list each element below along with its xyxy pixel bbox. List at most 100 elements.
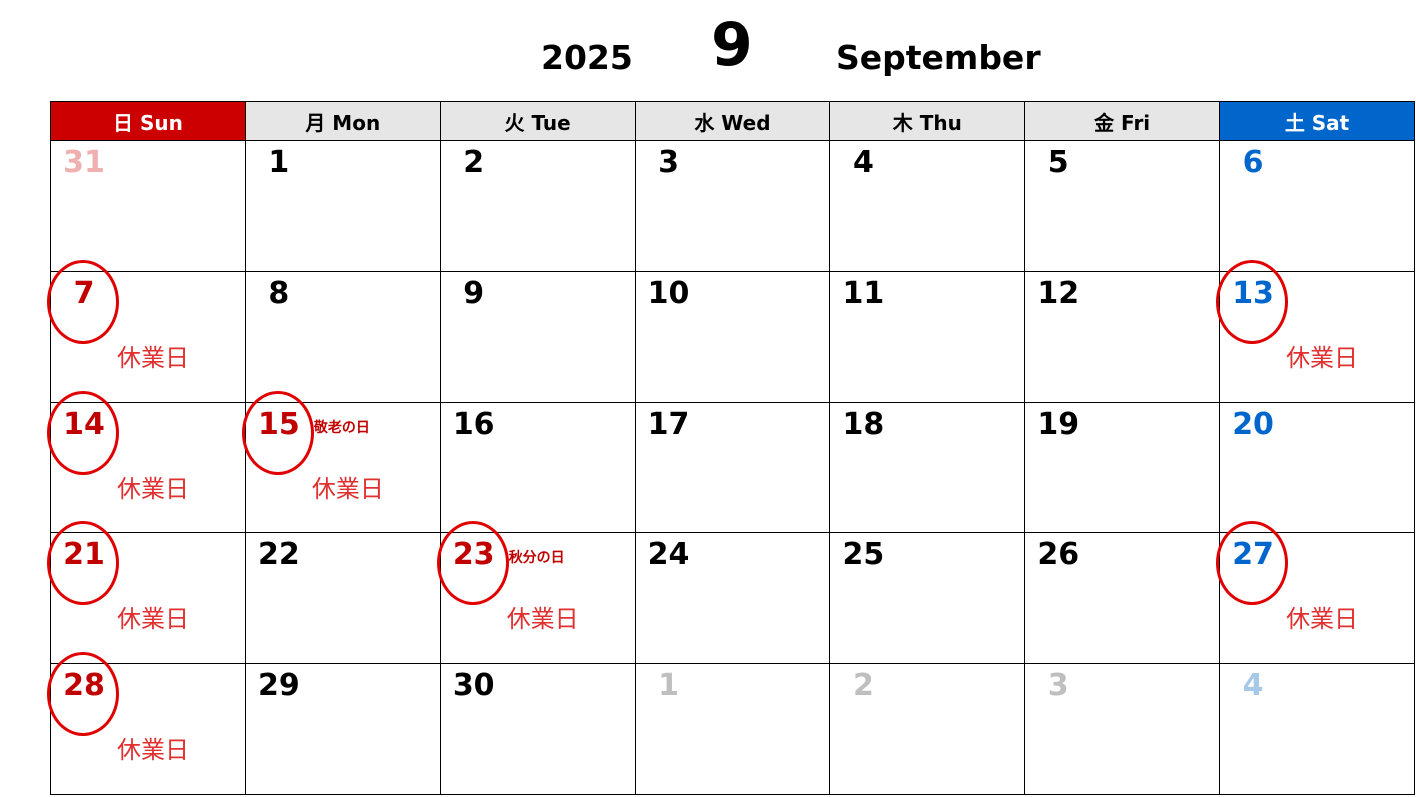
closed-day-label: 休業日 — [1286, 343, 1359, 372]
day-number: 26 — [1037, 537, 1080, 573]
closed-day-label: 休業日 — [506, 605, 579, 634]
title-month-name: September — [836, 38, 1041, 77]
calendar-day-cell[interactable]: 11 — [829, 270, 1026, 403]
day-number: 2 — [852, 668, 874, 704]
title-year: 2025 — [541, 38, 633, 77]
day-number: 5 — [1047, 145, 1069, 180]
calendar-day-cell[interactable]: 2 — [439, 140, 636, 272]
day-number: 13 — [1232, 275, 1274, 311]
day-number: 4 — [1242, 668, 1264, 704]
day-number: 28 — [63, 668, 105, 704]
day-number: 3 — [1047, 668, 1069, 704]
day-number: 4 — [852, 145, 874, 180]
calendar-week-row: 21 休業日 22 23 秋分の日休業日 24 25 26 27 休業日 — [47, 521, 1415, 665]
day-number: 27 — [1232, 537, 1274, 573]
calendar-day-cell[interactable]: 1 — [634, 663, 831, 795]
calendar-day-cell[interactable]: 27 休業日 — [1216, 521, 1415, 665]
day-number: 20 — [1232, 406, 1274, 442]
calendar-day-cell[interactable]: 15 敬老の日休業日 — [241, 390, 441, 534]
calendar-day-cell[interactable]: 12 — [1024, 270, 1221, 403]
day-number: 23 — [452, 537, 495, 573]
calendar-day-cell[interactable]: 1 — [244, 140, 441, 272]
weekday-header-sat: 土 Sat — [1219, 101, 1415, 141]
calendar-week-row: 14 休業日 15 敬老の日休業日 16 17 18 19 20 — [47, 390, 1415, 534]
calendar-day-cell[interactable]: 31 — [50, 140, 246, 272]
day-number: 31 — [63, 145, 105, 180]
calendar-week-row: 28 休業日 29 30 1 2 3 4 — [47, 652, 1415, 795]
calendar-day-cell[interactable]: 30 — [439, 663, 636, 795]
holiday-name: 敬老の日 — [313, 419, 370, 436]
day-number: 16 — [452, 406, 495, 442]
calendar-day-cell[interactable]: 20 — [1219, 401, 1415, 534]
day-number: 19 — [1037, 406, 1080, 442]
day-number: 12 — [1037, 275, 1080, 311]
weekday-header-tue: 火 Tue — [439, 101, 636, 141]
title-month-number: 9 — [711, 10, 753, 80]
day-number: 8 — [268, 275, 290, 311]
calendar-day-cell[interactable]: 28 休業日 — [47, 652, 246, 795]
day-number: 7 — [73, 275, 95, 311]
calendar-day-cell[interactable]: 21 休業日 — [47, 521, 246, 665]
day-number: 30 — [452, 668, 495, 704]
weekday-header-mon: 月 Mon — [244, 101, 441, 141]
calendar-day-cell[interactable]: 29 — [244, 663, 441, 795]
calendar-day-cell[interactable]: 5 — [1024, 140, 1221, 272]
calendar-day-cell[interactable]: 23 秋分の日休業日 — [436, 521, 636, 665]
day-number: 17 — [647, 406, 690, 442]
day-number: 22 — [257, 537, 300, 573]
holiday-name: 秋分の日 — [508, 550, 565, 567]
day-number: 21 — [63, 537, 105, 573]
closed-day-label: 休業日 — [117, 736, 189, 765]
calendar-day-cell[interactable]: 14 休業日 — [47, 390, 246, 534]
weekday-header-sun: 日 Sun — [50, 101, 246, 141]
calendar-day-cell[interactable]: 22 — [244, 532, 441, 665]
closed-day-label: 休業日 — [117, 474, 189, 503]
calendar-day-cell[interactable]: 4 — [1219, 663, 1415, 795]
calendar-day-cell[interactable]: 13 休業日 — [1216, 259, 1415, 403]
day-number: 18 — [842, 406, 885, 442]
day-number: 25 — [842, 537, 885, 573]
day-number: 1 — [658, 668, 679, 704]
weekday-header-thu: 木 Thu — [829, 101, 1026, 141]
calendar-grid: 日 Sun 月 Mon 火 Tue 水 Wed 木 Thu 金 Fri 土 Sa… — [47, 101, 1415, 795]
calendar-title: 2025 9 September — [0, 0, 1416, 100]
calendar-day-cell[interactable]: 19 — [1024, 401, 1221, 534]
calendar-day-cell[interactable]: 9 — [439, 270, 636, 403]
day-number: 6 — [1242, 145, 1264, 180]
day-number: 11 — [842, 275, 885, 311]
calendar-day-cell[interactable]: 3 — [1024, 663, 1221, 795]
calendar-day-cell[interactable]: 25 — [829, 532, 1026, 665]
calendar-day-cell[interactable]: 10 — [634, 270, 831, 403]
day-number: 1 — [268, 145, 290, 180]
closed-day-label: 休業日 — [1286, 605, 1359, 634]
day-number: 2 — [463, 145, 485, 180]
weekday-header-fri: 金 Fri — [1024, 101, 1221, 141]
closed-day-label: 休業日 — [117, 605, 189, 634]
calendar-day-cell[interactable]: 26 — [1024, 532, 1221, 665]
calendar-day-cell[interactable]: 2 — [829, 663, 1026, 795]
calendar-week-row: 31 1 2 3 4 5 6 — [50, 140, 1415, 272]
day-number: 15 — [257, 406, 300, 442]
calendar-day-cell[interactable]: 6 — [1219, 140, 1415, 272]
day-number: 14 — [63, 406, 105, 442]
calendar-day-cell[interactable]: 16 — [439, 401, 636, 534]
closed-day-label: 休業日 — [117, 343, 189, 372]
calendar-day-cell[interactable]: 18 — [829, 401, 1026, 534]
calendar-day-cell[interactable]: 8 — [244, 270, 441, 403]
calendar-day-cell[interactable]: 7 休業日 — [47, 259, 246, 403]
day-number: 24 — [647, 537, 690, 573]
calendar-week-row: 7 休業日 8 9 10 11 12 13 休業日 — [47, 259, 1415, 403]
day-number: 9 — [463, 275, 485, 311]
day-number: 3 — [658, 145, 679, 180]
calendar-day-cell[interactable]: 4 — [829, 140, 1026, 272]
closed-day-label: 休業日 — [311, 474, 384, 503]
weekday-header-row: 日 Sun 月 Mon 火 Tue 水 Wed 木 Thu 金 Fri 土 Sa… — [50, 101, 1415, 141]
calendar-day-cell[interactable]: 24 — [634, 532, 831, 665]
calendar-day-cell[interactable]: 17 — [634, 401, 831, 534]
weekday-header-wed: 水 Wed — [634, 101, 831, 141]
day-number: 10 — [647, 275, 690, 311]
day-number: 29 — [257, 668, 300, 704]
calendar-day-cell[interactable]: 3 — [634, 140, 831, 272]
